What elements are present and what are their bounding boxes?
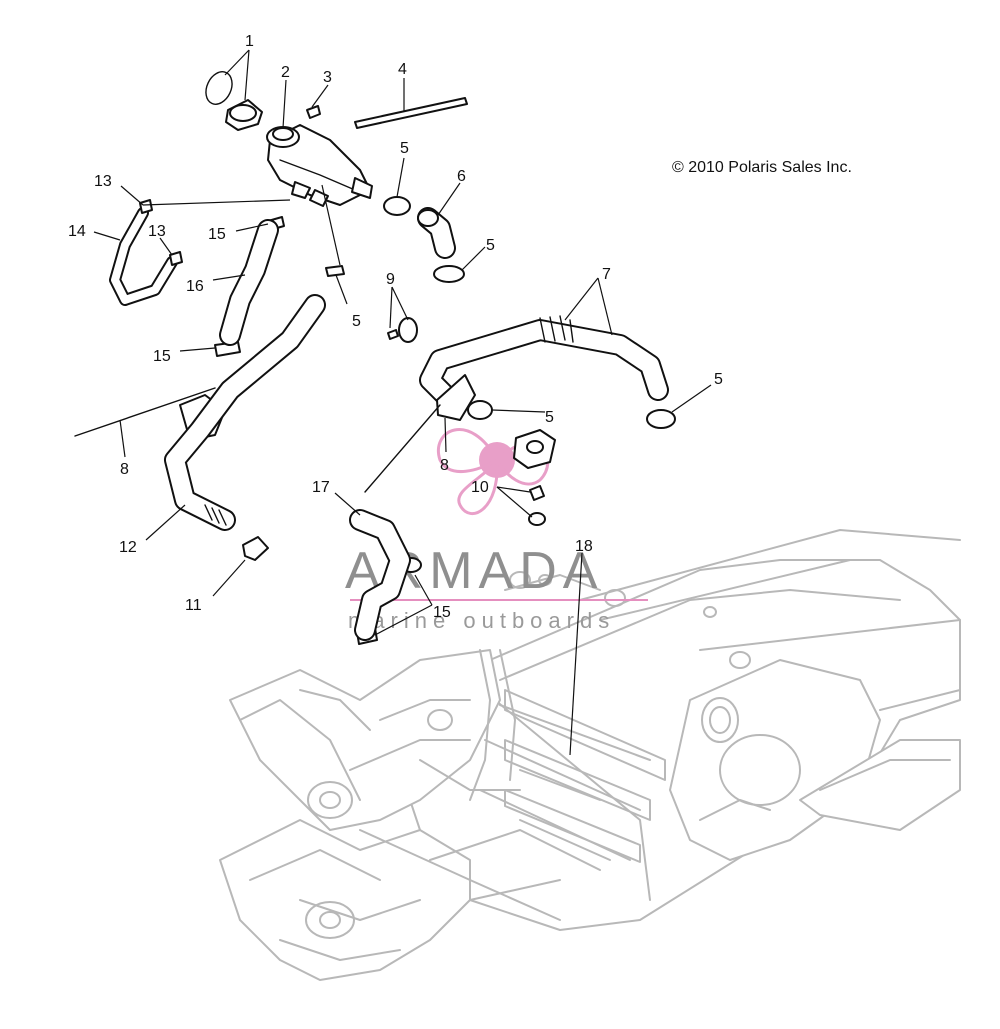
callout-9: 9 [386,271,395,288]
callout-2: 2 [281,64,290,81]
part-4-rod [354,97,468,129]
part-8-sleeves [74,374,476,493]
callout-5d: 5 [714,371,723,388]
part-10-thermostat [513,429,556,526]
callout-8a: 8 [120,461,129,478]
callout-numbers: 1 2 3 4 5 5 5 5 5 6 7 8 8 9 10 11 12 13 … [68,33,723,621]
part-3-screw [306,105,321,119]
callout-12: 12 [119,539,137,556]
callout-16: 16 [186,278,204,295]
part-1-cap-gasket [205,71,263,131]
callout-8b: 8 [440,457,449,474]
callout-11: 11 [185,597,202,614]
chassis-frame [219,529,961,981]
callout-4: 4 [398,61,407,78]
callout-15a: 15 [208,226,226,243]
leader-lines [93,49,712,756]
part-7-long-hose [419,315,669,411]
part-6-elbow-hose [417,207,456,259]
callout-10: 10 [471,479,489,496]
callout-6: 6 [457,168,466,185]
callout-5a: 5 [400,140,409,157]
part-12-hose [164,294,326,531]
callout-5e: 5 [545,409,554,426]
callout-18: 18 [575,538,593,555]
part-9-clip [387,317,418,343]
part-16-hose [219,219,279,346]
callout-3: 3 [323,69,332,86]
callout-5c: 5 [352,313,361,330]
part-17-hose [349,509,411,641]
part-2-coolant-bottle [266,124,373,207]
callout-5b: 5 [486,237,495,254]
callout-15b: 15 [153,348,171,365]
part-14-small-hose [109,199,183,306]
copyright-notice: © 2010 Polaris Sales Inc. [672,159,852,176]
callout-15c: 15 [433,604,451,621]
callout-13b: 13 [148,223,166,240]
watermark-tagline: marine outboards [348,608,615,633]
propeller-logo [437,428,550,516]
callout-7: 7 [602,266,611,283]
callout-17: 17 [312,479,330,496]
callout-14: 14 [68,223,86,240]
callout-13a: 13 [94,173,112,190]
part-5-clamps [325,196,676,429]
part-11-clamp [242,536,269,561]
callout-1: 1 [245,33,254,50]
